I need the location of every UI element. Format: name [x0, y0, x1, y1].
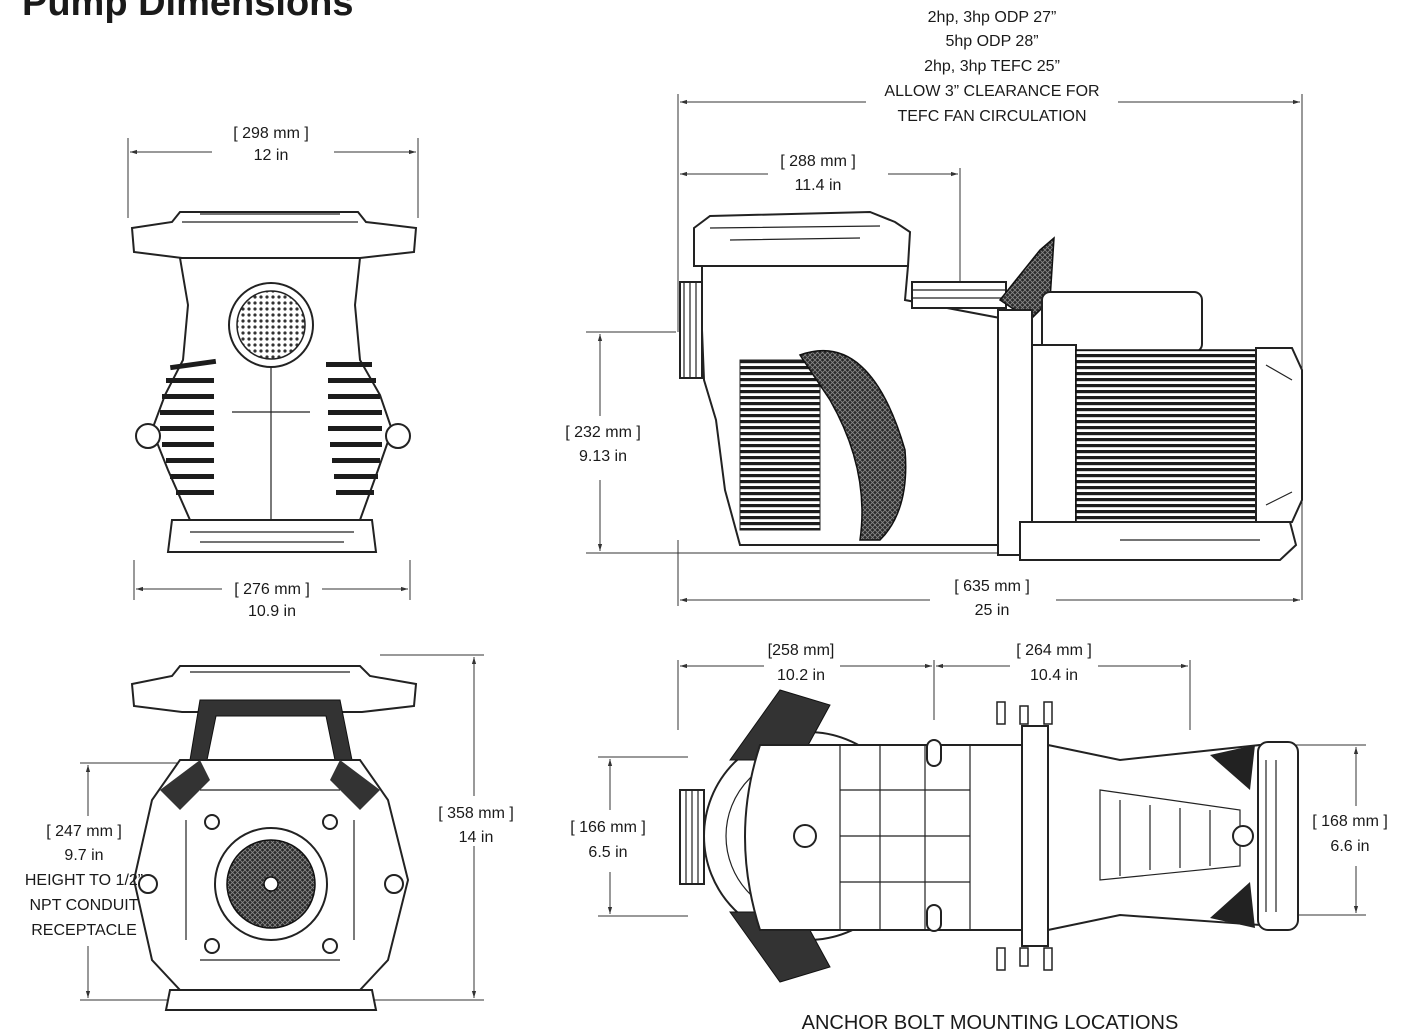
overall-height-in: 14 in	[459, 829, 494, 846]
base-width-mm: [ 276 mm ]	[234, 581, 310, 598]
overall-height-mm: [ 358 mm ]	[438, 805, 514, 822]
overall-length-in: 25 in	[975, 602, 1010, 619]
inlet-length-in: 11.4 in	[795, 177, 842, 194]
conduit-note-2: NPT CONDUIT	[29, 897, 138, 914]
conduit-note-3: RECEPTACLE	[31, 922, 137, 939]
overall-length-mm: [ 635 mm ]	[954, 578, 1030, 595]
side-note-3: 2hp, 3hp TEFC 25”	[924, 58, 1060, 75]
front-view-lower	[80, 654, 484, 1011]
conduit-height-in: 9.7 in	[64, 847, 103, 864]
right-width-mm: [ 168 mm ]	[1312, 813, 1388, 830]
page-title: Pump Dimensions	[22, 0, 354, 24]
side-note-5: TEFC FAN CIRCULATION	[897, 108, 1086, 125]
side-height-mm: [ 232 mm ]	[565, 424, 641, 441]
right-width-in: 6.6 in	[1330, 838, 1369, 855]
bolt-spacing-left-in: 10.2 in	[777, 667, 825, 684]
side-height-in: 9.13 in	[579, 448, 627, 465]
top-view	[598, 660, 1366, 983]
left-width-in: 6.5 in	[588, 844, 627, 861]
conduit-note-1: HEIGHT TO 1/2”	[25, 872, 143, 889]
bolt-spacing-left-mm: [258 mm]	[768, 642, 835, 659]
side-note-1: 2hp, 3hp ODP 27”	[928, 9, 1057, 26]
inlet-length-mm: [ 288 mm ]	[780, 153, 856, 170]
anchor-bolt-caption: ANCHOR BOLT MOUNTING LOCATIONS	[802, 1012, 1179, 1034]
left-width-mm: [ 166 mm ]	[570, 819, 646, 836]
front-view-upper	[127, 138, 419, 600]
top-width-mm: [ 298 mm ]	[233, 125, 309, 142]
conduit-height-mm: [ 247 mm ]	[46, 823, 122, 840]
base-width-in: 10.9 in	[248, 603, 296, 620]
side-note-4: ALLOW 3” CLEARANCE FOR	[884, 83, 1099, 100]
side-view	[586, 94, 1303, 606]
bolt-spacing-right-mm: [ 264 mm ]	[1016, 642, 1092, 659]
bolt-spacing-right-in: 10.4 in	[1030, 667, 1078, 684]
side-note-2: 5hp ODP 28”	[945, 33, 1038, 50]
top-width-in: 12 in	[254, 147, 289, 164]
